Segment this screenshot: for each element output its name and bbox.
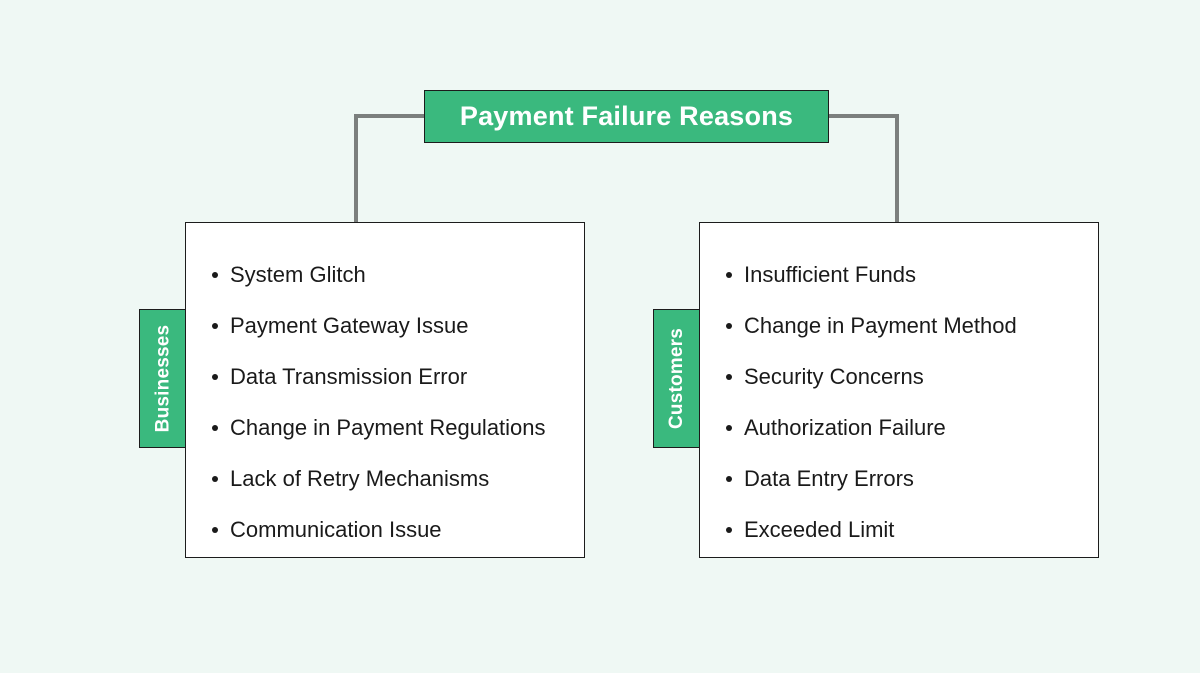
page-title: Payment Failure Reasons — [459, 101, 794, 131]
root-node: Payment Failure Reasons — [424, 90, 829, 143]
list-item: Communication Issue — [186, 504, 584, 555]
list-item: Security Concerns — [700, 351, 1098, 402]
connector-title-to-customers-horizontal — [827, 114, 899, 118]
list-item: Lack of Retry Mechanisms — [186, 453, 584, 504]
bullet-icon — [212, 475, 218, 482]
list-item-label: Lack of Retry Mechanisms — [230, 466, 490, 491]
bullet-icon — [726, 475, 732, 482]
list-item-label: Authorization Failure — [744, 415, 946, 440]
connector-title-to-businesses-horizontal — [354, 114, 426, 118]
list-item-label: Insufficient Funds — [744, 262, 917, 287]
list-item: Change in Payment Method — [700, 300, 1098, 351]
bullet-icon — [212, 526, 218, 533]
branch-tab-businesses: Businesses — [139, 309, 186, 448]
list-item: System Glitch — [186, 249, 584, 300]
branch-panel-customers: Insufficient Funds Change in Payment Met… — [699, 222, 1099, 558]
list-item: Data Transmission Error — [186, 351, 584, 402]
reason-list-customers: Insufficient Funds Change in Payment Met… — [700, 223, 1098, 555]
list-item: Exceeded Limit — [700, 504, 1098, 555]
bullet-icon — [726, 322, 732, 329]
list-item-label: Data Transmission Error — [230, 364, 468, 389]
branch-tab-label-customers: Customers — [666, 327, 687, 430]
bullet-icon — [726, 271, 732, 278]
list-item-label: Payment Gateway Issue — [230, 313, 469, 338]
branch-tab-customers: Customers — [653, 309, 700, 448]
list-item: Data Entry Errors — [700, 453, 1098, 504]
bullet-icon — [726, 526, 732, 533]
list-item-label: Data Entry Errors — [744, 466, 914, 491]
list-item-label: System Glitch — [230, 262, 366, 287]
list-item-label: Exceeded Limit — [744, 517, 895, 542]
bullet-icon — [726, 424, 732, 431]
list-item-label: Communication Issue — [230, 517, 442, 542]
connector-title-to-businesses-vertical — [354, 114, 358, 224]
list-item: Insufficient Funds — [700, 249, 1098, 300]
bullet-icon — [726, 373, 732, 380]
branch-panel-businesses: System Glitch Payment Gateway Issue Data… — [185, 222, 585, 558]
bullet-icon — [212, 322, 218, 329]
list-item: Change in Payment Regulations — [186, 402, 584, 453]
list-item: Payment Gateway Issue — [186, 300, 584, 351]
list-item: Authorization Failure — [700, 402, 1098, 453]
bullet-icon — [212, 373, 218, 380]
reason-list-businesses: System Glitch Payment Gateway Issue Data… — [186, 223, 584, 555]
list-item-label: Change in Payment Regulations — [230, 415, 546, 440]
connector-title-to-customers-vertical — [895, 114, 899, 224]
list-item-label: Change in Payment Method — [744, 313, 1017, 338]
bullet-icon — [212, 271, 218, 278]
list-item-label: Security Concerns — [744, 364, 924, 389]
branch-tab-label-businesses: Businesses — [152, 324, 173, 433]
bullet-icon — [212, 424, 218, 431]
